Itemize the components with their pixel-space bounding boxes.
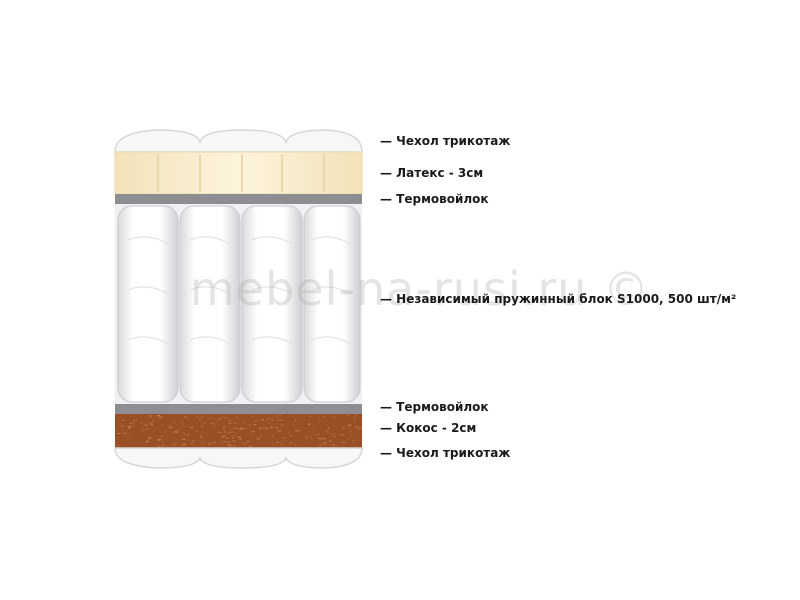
cover-bottom-shape	[114, 447, 363, 469]
latex-layer	[114, 151, 363, 195]
cover-top-shape	[114, 129, 363, 153]
spring-block-layer	[115, 204, 362, 404]
label-spring-block: — Независимый пружинный блок S1000, 500 …	[380, 292, 737, 306]
felt-top-shape	[115, 194, 362, 204]
label-cover-top: — Чехол трикотаж	[380, 134, 511, 148]
label-coconut: — Кокос - 2см	[380, 421, 477, 435]
coconut-layer	[115, 414, 362, 448]
watermark-text: mebel-na-rusi.ru ©	[190, 262, 651, 316]
label-latex: — Латекс - 3см	[380, 166, 484, 180]
felt-bottom-shape	[115, 404, 362, 414]
label-felt-bottom: — Термовойлок	[380, 400, 489, 414]
label-cover-bottom: — Чехол трикотаж	[380, 446, 511, 460]
label-felt-top: — Термовойлок	[380, 192, 489, 206]
